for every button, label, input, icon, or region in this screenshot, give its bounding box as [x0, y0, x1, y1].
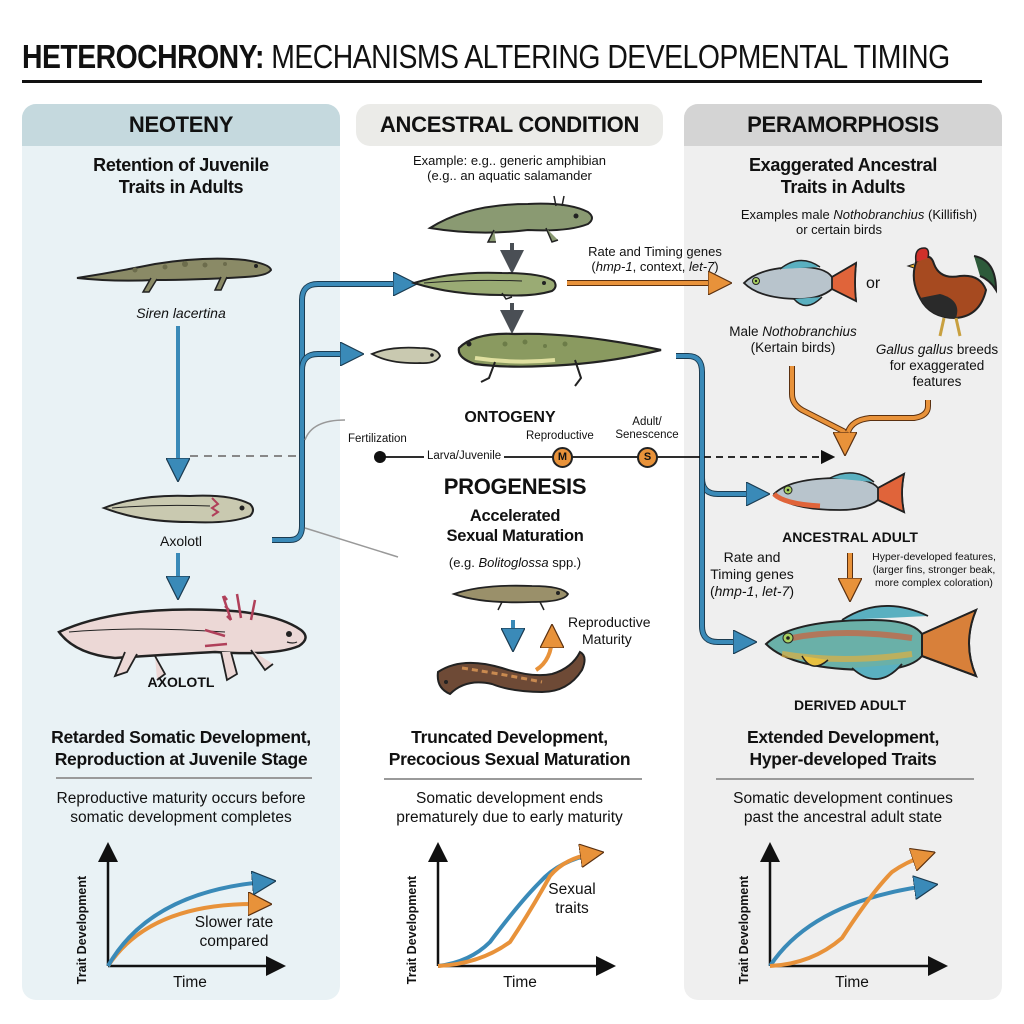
progenesis-result: Truncated Development, Precocious Sexual…: [388, 727, 631, 769]
neoteny-graph: [98, 842, 286, 976]
peramorphosis-graph-xlabel: Time: [835, 974, 869, 991]
progenesis-title: PROGENESIS: [443, 474, 587, 499]
page-title: HETEROCHRONY: MECHANISMS ALTERING DEVELO…: [22, 38, 950, 75]
ancestral-adult-illustration: [457, 332, 662, 387]
progenesis-subtitle: Accelerated Sexual Maturation: [446, 507, 584, 545]
peramorphosis-header: PERAMORPHOSIS: [684, 104, 1002, 146]
peramorphosis-subtitle: Exaggerated Ancestral Traits in Adults: [748, 155, 938, 197]
rooster-label: Gallus gallus breeds for exaggerated fea…: [875, 342, 999, 389]
progenesis-graph-ylabel: Trait Development: [405, 875, 419, 985]
killifish-illustration: [742, 259, 858, 307]
peramorphosis-description: Somatic development continues past the a…: [733, 790, 953, 826]
rooster-illustration: [906, 247, 998, 337]
neoteny-graph-annotation: Slower rate compared: [194, 914, 274, 950]
ontogeny-fertilization: Fertilization: [348, 433, 407, 445]
ontogeny-reproductive: Reproductive: [526, 430, 594, 442]
derived-adult-fish-illustration: [764, 605, 978, 680]
ancestral-condition-header: ANCESTRAL CONDITION: [356, 104, 663, 146]
neoteny-subtitle: Retention of Juvenile Traits in Adults: [93, 155, 269, 197]
ontogeny-marker-m: M: [552, 447, 573, 468]
neoteny-header: NEOTENY: [22, 104, 340, 146]
progenesis-divider: [384, 778, 642, 780]
neoteny-graph-ylabel-wrap: Trait Development: [72, 875, 92, 995]
hyper-features-note: Hyper-developed features, (larger fins, …: [872, 551, 996, 589]
reproductive-maturity-label: Reproductive Maturity: [568, 614, 651, 647]
ancestral-example: Example: e.g.. generic amphibian (e.g.. …: [413, 153, 606, 183]
neoteny-graph-ylabel: Trait Development: [75, 875, 89, 985]
progenesis-graph: [428, 842, 616, 976]
neoteny-description: Reproductive maturity occurs before soma…: [56, 790, 306, 826]
ancestral-salamander-illustration: [427, 195, 593, 243]
neoteny-graph-xlabel: Time: [173, 974, 207, 991]
progenesis-graph-ylabel-wrap: Trait Development: [402, 875, 422, 995]
peramorphosis-result: Extended Development, Hyper-developed Tr…: [746, 727, 940, 769]
neoteny-panel: NEOTENY: [22, 104, 340, 1000]
ontogeny-title: ONTOGENY: [464, 409, 556, 426]
axolotl-adult-illustration: [57, 593, 307, 682]
ancestral-adult-fish-illustration: [772, 472, 906, 514]
progenesis-example: (e.g. Bolitoglossa spp.): [448, 555, 582, 570]
or-label: or: [866, 275, 881, 292]
neoteny-divider: [56, 777, 312, 779]
ancestral-genes-label: Rate and Timing genes (hmp-1, context, l…: [588, 244, 722, 274]
neoteny-result: Retarded Somatic Development, Reproducti…: [51, 727, 311, 769]
ontogeny-larva: Larva/Juvenile: [424, 450, 505, 463]
bolitoglossa-adult-illustration: [436, 650, 586, 696]
progenesis-graph-xlabel: Time: [503, 974, 537, 991]
killifish-label: Male Nothobranchius (Kertain birds): [729, 324, 857, 355]
peramorphosis-panel: PERAMORPHOSIS: [684, 104, 1002, 1000]
siren-illustration: [76, 257, 273, 293]
peramorphosis-graph: [760, 842, 948, 976]
peramorphosis-graph-ylabel-wrap: Trait Development: [734, 875, 754, 995]
bolitoglossa-larva-illustration: [451, 584, 570, 611]
siren-label: Siren lacertina: [136, 305, 226, 321]
ontogeny-adult: Adult/ Senescence: [615, 416, 679, 441]
peramorphosis-graph-ylabel: Trait Development: [737, 875, 751, 985]
ancestral-adult-label: ANCESTRAL ADULT: [782, 529, 918, 545]
axolotl-larva-illustration: [101, 494, 254, 524]
ontogeny-marker-s: S: [637, 447, 658, 468]
progenesis-graph-annotation: Sexual traits: [548, 881, 596, 917]
peramorphosis-examples: Examples male Nothobranchius (Killifish)…: [740, 207, 978, 237]
title-underline: [22, 80, 982, 83]
tadpole-illustration: [369, 346, 441, 365]
peramorphosis-divider: [716, 778, 974, 780]
peramorphosis-genes-label: Rate and Timing genes (hmp-1, let-7): [709, 549, 795, 599]
axolotl-larva-label: Axolotl: [159, 533, 203, 549]
axolotl-adult-label: AXOLOTL: [147, 674, 215, 690]
ancestral-juvenile-illustration: [410, 271, 557, 300]
progenesis-description: Somatic development ends prematurely due…: [396, 790, 623, 826]
derived-adult-label: DERIVED ADULT: [794, 697, 906, 713]
